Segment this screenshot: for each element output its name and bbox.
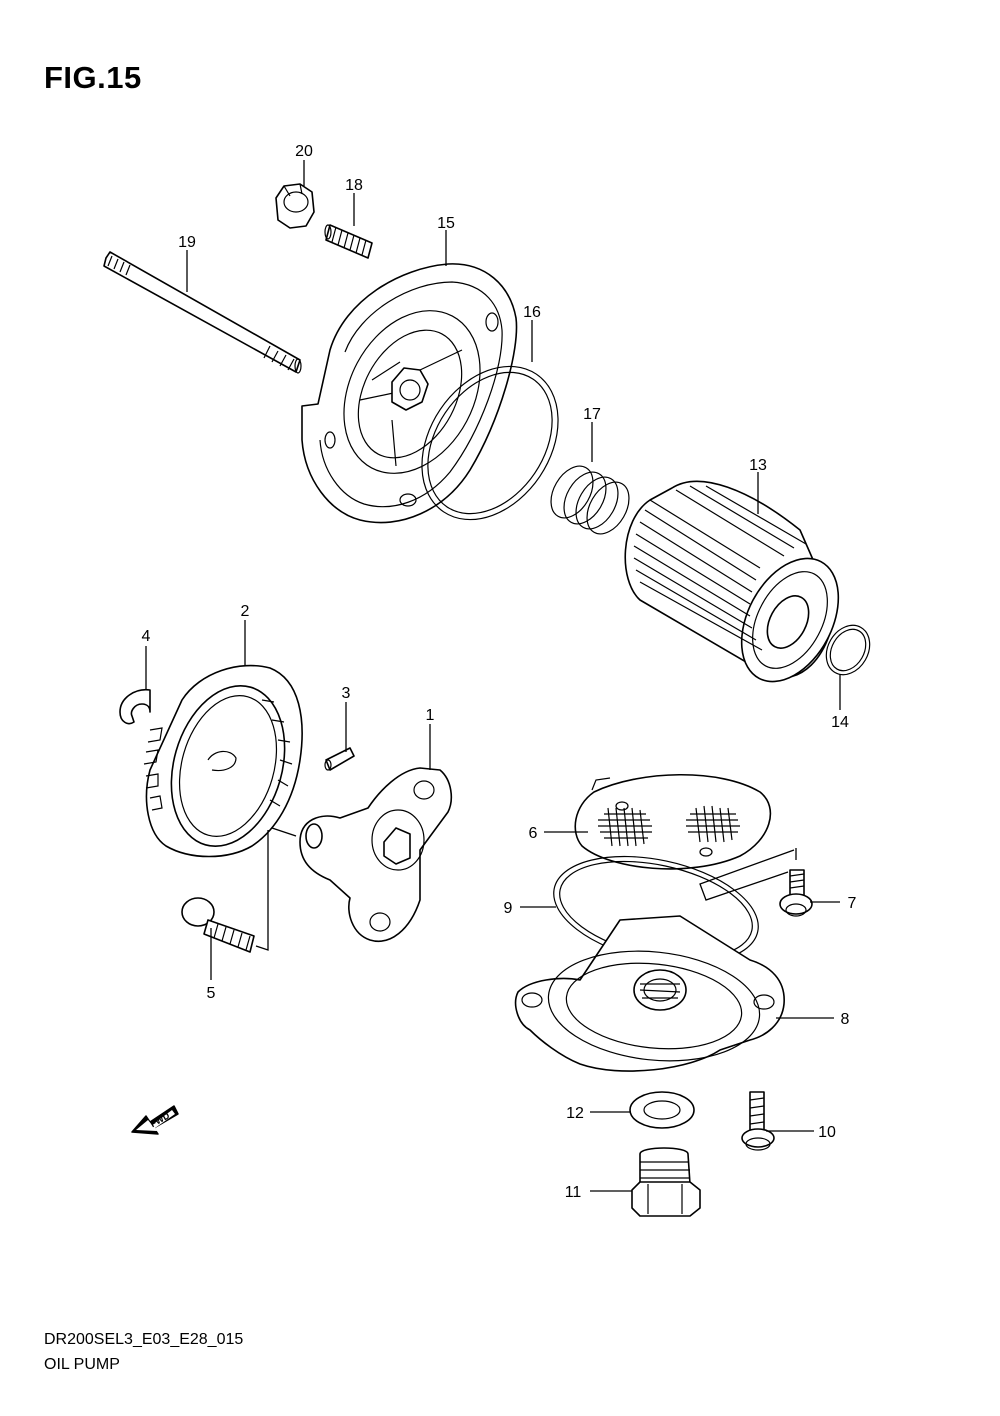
- part-6-oil-strainer[interactable]: [574, 773, 772, 870]
- part-4-circlip[interactable]: [119, 688, 151, 725]
- part-18-short-stud[interactable]: [324, 224, 373, 259]
- part-10-bolt[interactable]: [741, 1091, 775, 1151]
- callout-16: 16: [523, 304, 541, 321]
- callout-3: 3: [342, 685, 351, 702]
- callout-5: 5: [207, 985, 216, 1002]
- part-8-strainer-cover[interactable]: [514, 915, 785, 1072]
- callout-labels: 20 18 19 15 16 17 13 14 2 4 3 1 5 6 9 7 …: [142, 143, 857, 1201]
- callout-4: 4: [142, 628, 151, 645]
- callout-12: 12: [566, 1105, 584, 1122]
- callout-15: 15: [437, 215, 455, 232]
- part-1-oil-pump[interactable]: [299, 767, 453, 942]
- callout-1: 1: [426, 707, 435, 724]
- callout-20: 20: [295, 143, 313, 160]
- part-3-pin[interactable]: [324, 747, 355, 771]
- part-5-bolt[interactable]: [181, 897, 255, 953]
- part-16-o-ring[interactable]: [394, 341, 586, 546]
- callout-17: 17: [583, 406, 601, 423]
- part-12-washer[interactable]: [629, 1091, 695, 1129]
- callout-13: 13: [749, 457, 767, 474]
- part-15-filter-cover[interactable]: [301, 263, 518, 524]
- assembly-lines: [255, 827, 797, 951]
- part-17-spring[interactable]: [542, 459, 637, 541]
- callout-7: 7: [848, 895, 857, 912]
- callout-8: 8: [841, 1011, 850, 1028]
- part-7-bolt[interactable]: [779, 869, 813, 917]
- callout-9: 9: [504, 900, 513, 917]
- fwd-direction-arrow: FWD: [131, 1105, 179, 1135]
- part-11-drain-plug[interactable]: [631, 1147, 701, 1217]
- figure-title: FIG.15: [44, 60, 142, 95]
- leader-lines: [145, 160, 841, 1192]
- callout-14: 14: [831, 714, 849, 731]
- part-14-o-ring[interactable]: [818, 617, 879, 682]
- part-19-long-stud[interactable]: [103, 251, 302, 374]
- callout-19: 19: [178, 234, 196, 251]
- diagram-code: DR200SEL3_E03_E28_015: [44, 1331, 244, 1348]
- callout-6: 6: [529, 825, 538, 842]
- part-2-pump-gear[interactable]: [143, 664, 303, 860]
- callout-11: 11: [565, 1184, 582, 1201]
- part-20-cap-nut[interactable]: [275, 183, 315, 229]
- callout-18: 18: [345, 177, 363, 194]
- callout-10: 10: [818, 1124, 836, 1141]
- callout-2: 2: [241, 603, 250, 620]
- part-13-oil-filter[interactable]: [624, 480, 858, 698]
- diagram-name: OIL PUMP: [44, 1356, 120, 1373]
